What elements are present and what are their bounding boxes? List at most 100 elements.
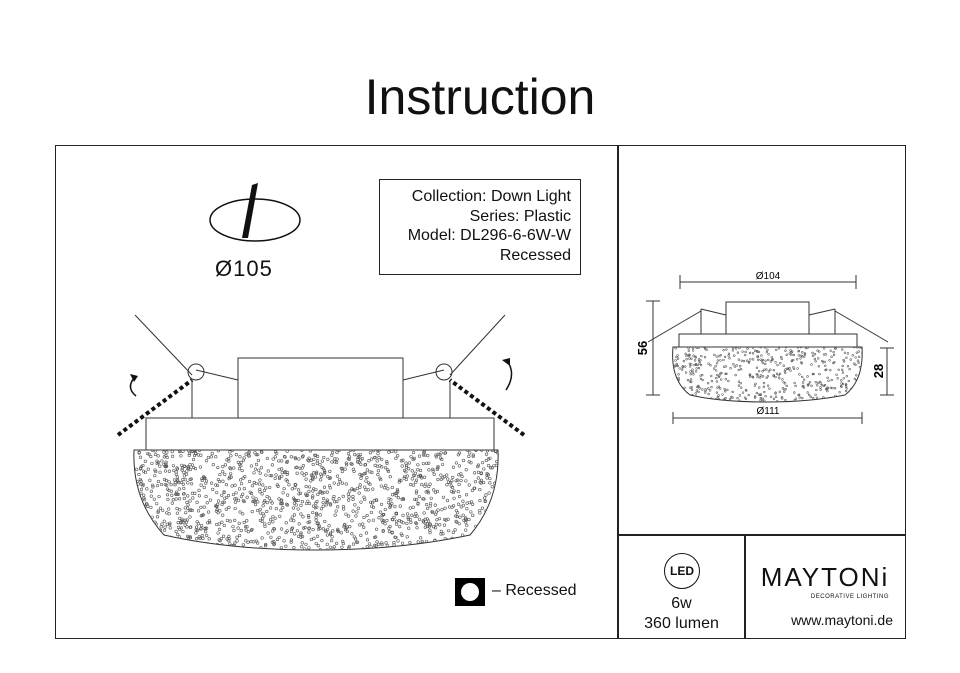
- texture-dot: [395, 487, 400, 492]
- texture-dot: [715, 355, 718, 358]
- texture-dot: [467, 483, 471, 487]
- texture-dot: [173, 481, 177, 485]
- texture-dot: [751, 375, 754, 378]
- texture-dot: [741, 350, 744, 353]
- texture-dot: [394, 456, 398, 460]
- texture-dot: [308, 450, 313, 453]
- texture-dot: [300, 450, 304, 452]
- texture-dot: [315, 499, 319, 504]
- texture-dot: [155, 515, 160, 519]
- texture-dot: [153, 526, 157, 530]
- texture-dot: [335, 541, 339, 545]
- texture-dot: [169, 540, 174, 544]
- texture-dot: [137, 523, 141, 527]
- texture-dot: [755, 391, 759, 395]
- texture-dot: [359, 462, 363, 466]
- texture-dot: [413, 471, 417, 475]
- texture-dot: [853, 377, 857, 381]
- texture-dot: [344, 512, 348, 516]
- texture-dot: [185, 525, 189, 529]
- texture-dot: [194, 537, 199, 541]
- texture-dot: [252, 471, 256, 475]
- texture-dot: [693, 359, 697, 362]
- texture-dot: [814, 381, 817, 384]
- texture-dot: [237, 487, 242, 491]
- texture-dot: [688, 353, 691, 356]
- texture-dot: [162, 519, 166, 523]
- texture-dot: [280, 474, 284, 478]
- texture-dot: [359, 458, 363, 462]
- texture-dot: [310, 496, 315, 500]
- texture-dot: [443, 517, 447, 522]
- texture-dot: [319, 507, 324, 511]
- texture-dot: [792, 367, 796, 371]
- texture-dot: [182, 474, 186, 478]
- texture-dot: [478, 508, 482, 513]
- texture-dot: [265, 501, 269, 505]
- texture-dot: [466, 450, 470, 452]
- texture-dot: [238, 510, 242, 514]
- texture-dot: [394, 450, 398, 454]
- texture-dot: [694, 370, 698, 373]
- texture-dot: [351, 497, 355, 502]
- texture-dot: [175, 467, 180, 471]
- texture-dot: [719, 372, 722, 375]
- texture-dot: [150, 515, 154, 519]
- texture-dot: [202, 505, 206, 509]
- texture-dot: [484, 452, 489, 456]
- texture-dot: [851, 399, 854, 402]
- texture-dot: [191, 450, 195, 453]
- texture-dot: [194, 531, 198, 535]
- texture-dot: [236, 460, 240, 464]
- lumen-text: 360 lumen: [644, 615, 719, 632]
- texture-dot: [151, 485, 155, 489]
- texture-dot: [493, 513, 497, 517]
- texture-dot: [385, 518, 389, 523]
- texture-dot: [290, 515, 294, 519]
- texture-dot: [262, 500, 266, 504]
- texture-dot: [425, 517, 429, 521]
- texture-dot: [755, 366, 759, 369]
- texture-dot: [480, 524, 484, 528]
- texture-dot: [249, 464, 254, 468]
- texture-dot: [401, 513, 405, 517]
- texture-dot: [447, 480, 451, 484]
- texture-dot: [186, 481, 190, 485]
- texture-dot: [185, 469, 189, 473]
- texture-dot: [170, 450, 174, 454]
- texture-dot: [345, 463, 349, 467]
- texture-dot: [815, 388, 818, 392]
- texture-dot: [304, 477, 308, 481]
- texture-dot: [322, 490, 326, 495]
- texture-dot: [355, 510, 359, 514]
- texture-dot: [710, 379, 714, 383]
- texture-dot: [220, 502, 224, 506]
- texture-dot: [153, 536, 158, 540]
- texture-dot: [841, 348, 844, 351]
- texture-dot: [857, 361, 860, 364]
- texture-dot: [176, 532, 180, 537]
- texture-dot: [729, 367, 732, 370]
- texture-dot: [356, 455, 360, 459]
- texture-dot: [328, 545, 332, 549]
- texture-dot: [259, 450, 264, 454]
- texture-dot: [734, 347, 738, 350]
- installation-drawing: [116, 314, 526, 551]
- texture-dot: [474, 450, 478, 452]
- texture-dot: [336, 527, 340, 531]
- texture-dot: [423, 484, 427, 488]
- texture-dot: [214, 483, 218, 487]
- texture-dot: [392, 543, 396, 547]
- texture-dot: [492, 544, 496, 548]
- texture-dot: [767, 358, 770, 362]
- texture-dot: [457, 473, 461, 477]
- texture-dot: [447, 529, 451, 533]
- texture-dot: [354, 514, 358, 518]
- texture-dot: [399, 459, 403, 463]
- texture-dot: [169, 482, 173, 487]
- texture-dot: [698, 362, 701, 365]
- texture-dot: [214, 509, 219, 513]
- texture-dot: [200, 533, 204, 538]
- texture-dot: [412, 474, 416, 478]
- texture-dot: [304, 493, 309, 498]
